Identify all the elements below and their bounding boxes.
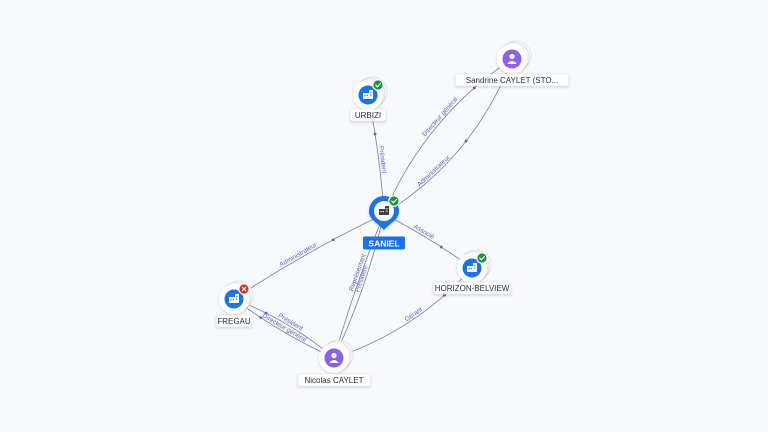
node-nicolas[interactable]: Nicolas CAYLET [297, 339, 371, 387]
node-label-bg [215, 314, 253, 328]
edge-arrow [472, 86, 476, 90]
edge-arrow [373, 132, 377, 136]
node-label: SANIEL [368, 239, 399, 249]
building-icon [379, 206, 389, 215]
edge-e10[interactable]: Directeur général [233, 298, 335, 359]
node-label-bg [433, 281, 511, 295]
node-label: HORIZON-BELVIEW [435, 284, 510, 293]
node-fregau[interactable]: FREGAU [215, 280, 254, 328]
node-sandrine[interactable]: Sandrine CAYLET (STO... [454, 40, 570, 87]
building-icon [467, 263, 477, 272]
check-badge-icon [476, 252, 488, 264]
check-badge-icon [372, 79, 384, 91]
edge-label: Administrateur [278, 241, 319, 268]
node-label: Nicolas CAYLET [305, 376, 364, 385]
node-urbizi[interactable]: URBIZI [349, 76, 388, 122]
person-icon [329, 352, 339, 363]
nodes-layer: SANIEL URBIZI Sandrine CAYLET (STO... HORIZ… [215, 40, 570, 387]
node-label: FREGAU [217, 317, 251, 326]
person-icon [507, 53, 517, 64]
edge-arrow [464, 139, 468, 143]
node-saniel[interactable]: SANIEL [363, 195, 405, 250]
edge-label: Administrateur [416, 154, 452, 189]
building-icon [229, 294, 239, 303]
node-label: Sandrine CAYLET (STO... [466, 76, 558, 85]
check-badge-icon [388, 195, 400, 207]
node-label-bg [349, 108, 387, 122]
node-label-bg [363, 236, 405, 250]
node-label-bg [454, 73, 570, 87]
edge-arrow [264, 311, 268, 315]
edge-label: Directeur général [421, 96, 460, 139]
node-label: URBIZI [355, 111, 381, 120]
node-label-bg [297, 373, 371, 387]
edge-line [233, 213, 385, 300]
building-icon [363, 90, 373, 99]
edge-arrow [259, 316, 263, 320]
edge-label: Associé [412, 223, 435, 241]
edge-label: Président [377, 146, 387, 174]
edge-arrow [439, 245, 443, 249]
edge-label: Gérant [404, 306, 424, 323]
node-horizon[interactable]: HORIZON-BELVIEW [433, 249, 511, 295]
edge-arrow [331, 238, 335, 242]
closed-badge-icon [238, 283, 250, 295]
edge-arrow [443, 293, 446, 297]
